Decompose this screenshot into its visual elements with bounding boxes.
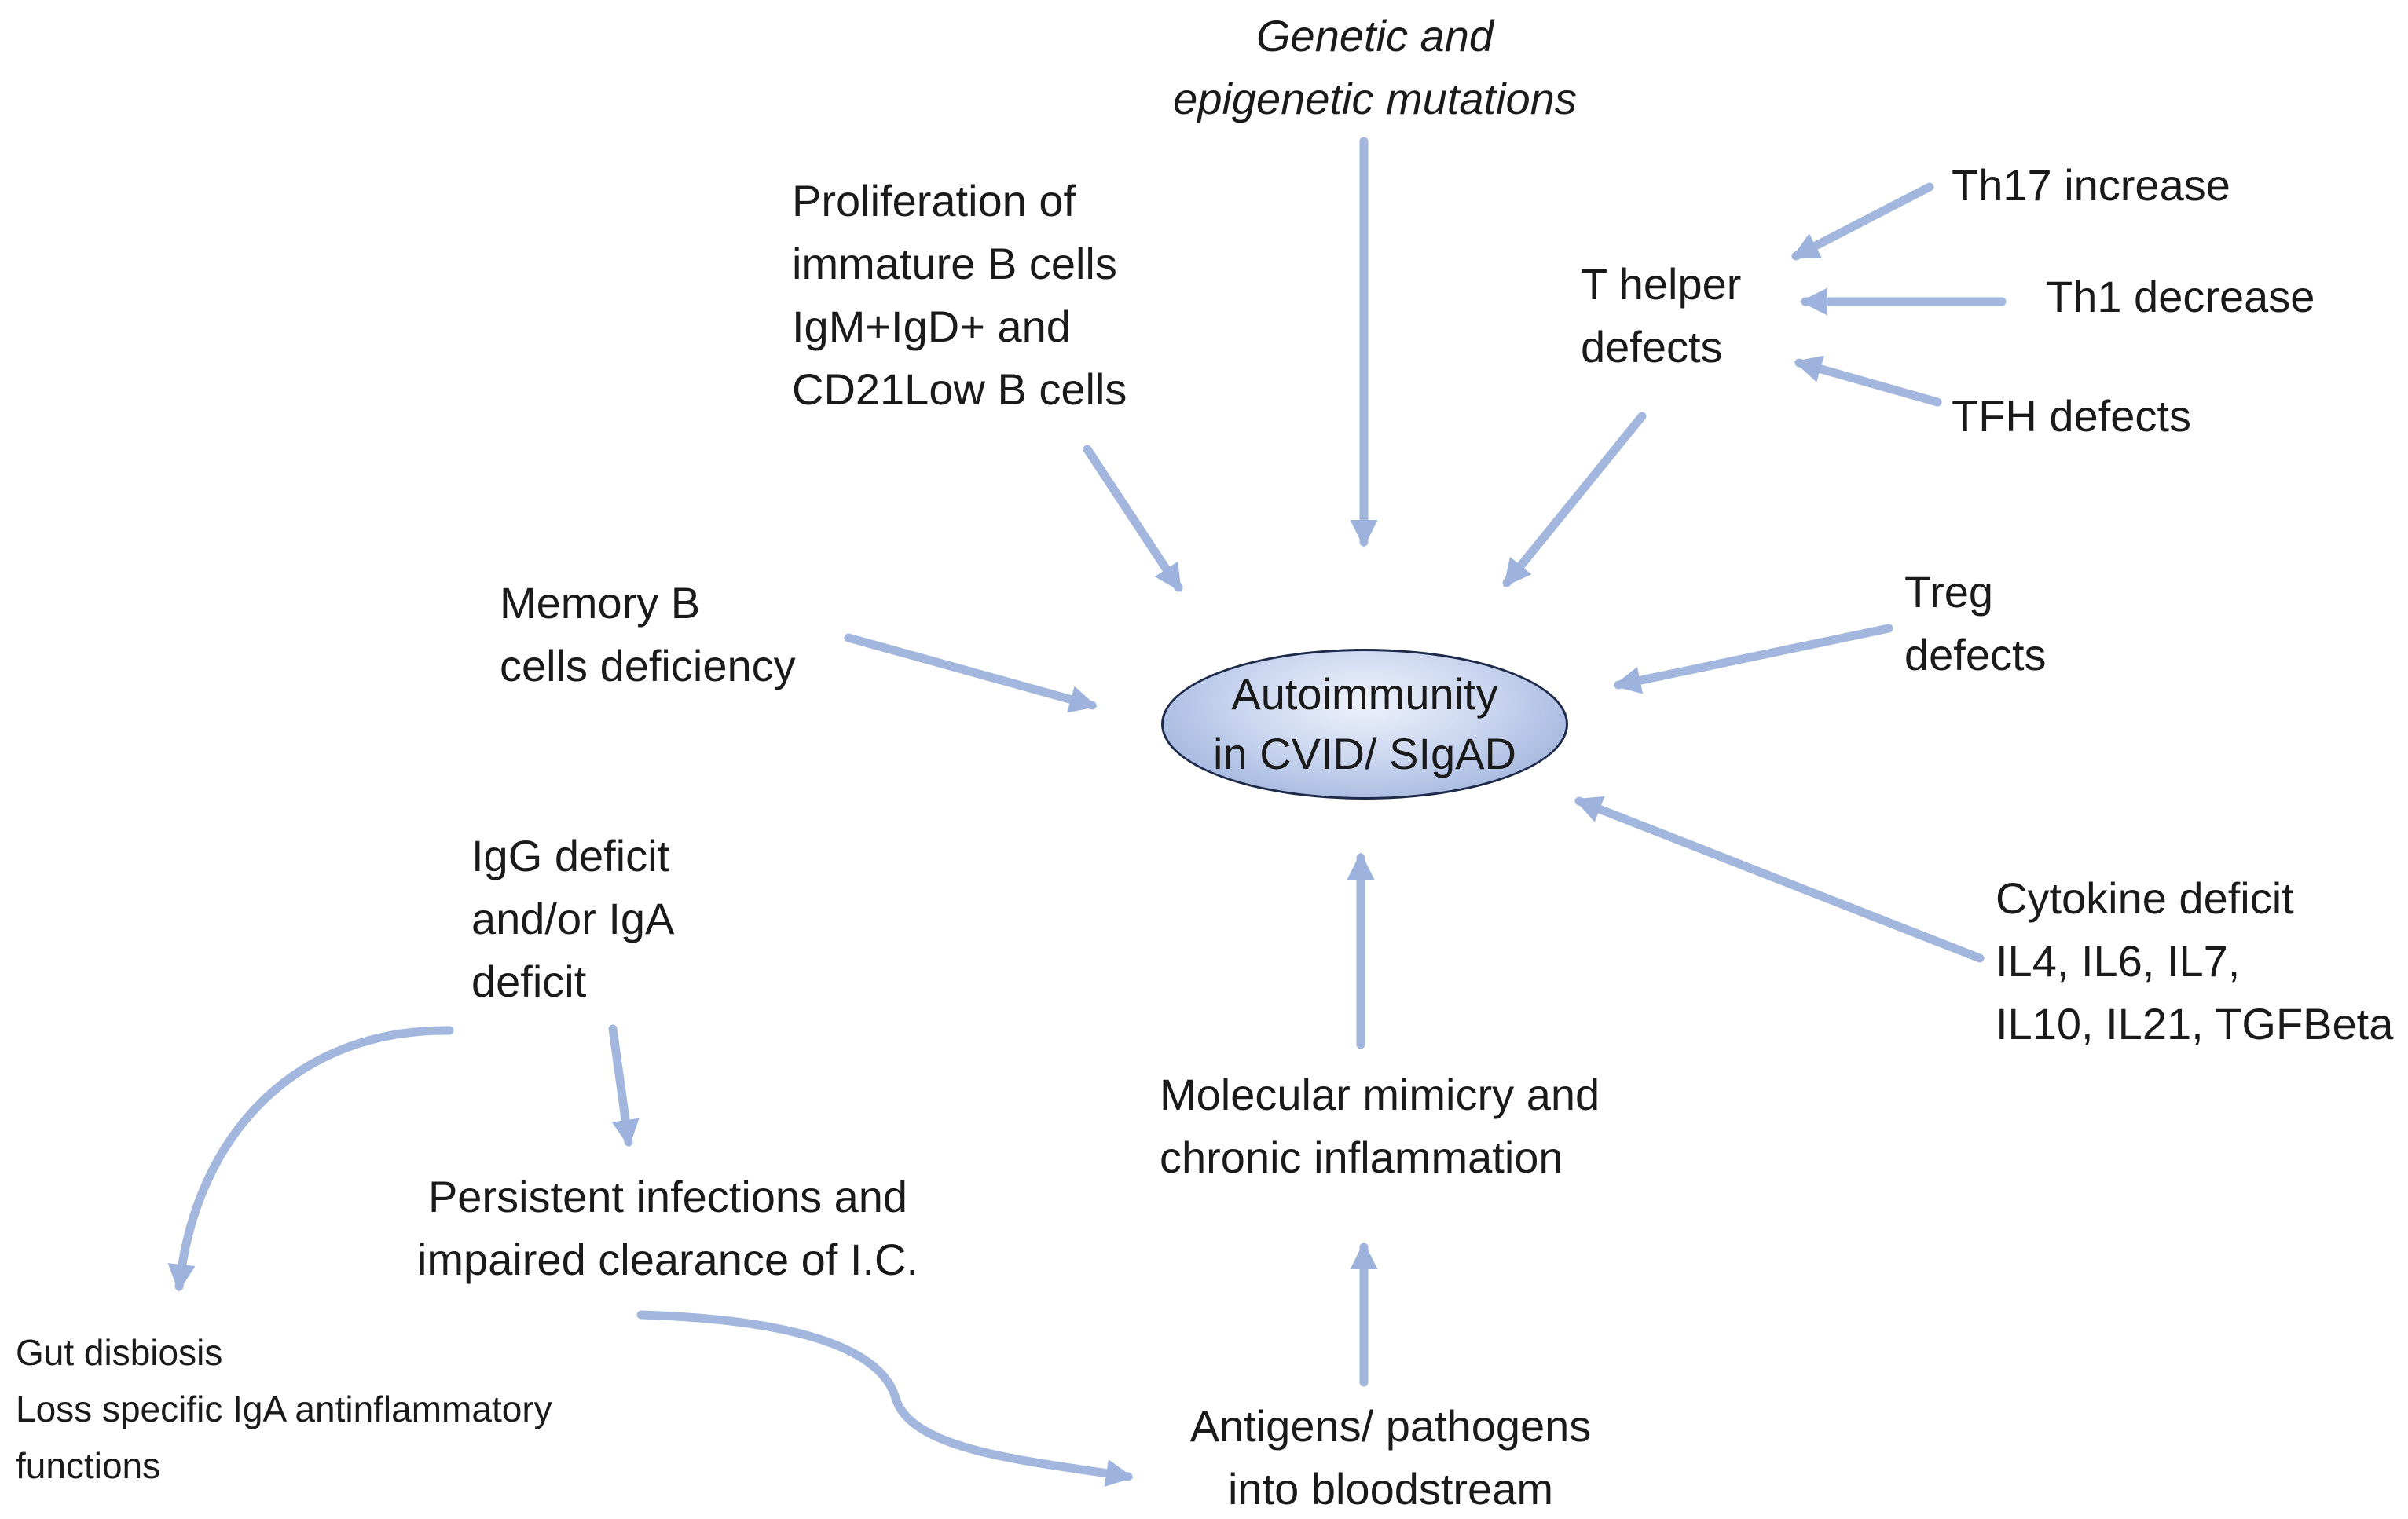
center-line-2: in CVID/ SIgAD (1213, 729, 1516, 778)
arrow-memory-b-to-center (844, 633, 1098, 713)
node-t-helper-line-2: defects (1581, 322, 1723, 372)
node-gut-line-1: Gut disbiosis (16, 1332, 223, 1373)
arrow-t-helper-to-center (1502, 412, 1647, 587)
node-gut-disbiosis: Gut disbiosis Loss specific IgA antinfla… (16, 1324, 552, 1494)
node-ig-deficit-line-1: IgG deficit (471, 831, 670, 880)
arrow-ig-deficit-to-gut (167, 1026, 454, 1292)
node-persistent-line-1: Persistent infections and (427, 1172, 908, 1221)
node-memory-b-line-1: Memory B (500, 578, 701, 628)
node-th17-increase: Th17 increase (1952, 154, 2230, 217)
node-persistent-infections: Persistent infections and impaired clear… (361, 1166, 974, 1291)
node-t-helper-line-1: T helper (1581, 259, 1742, 309)
node-molecular-line-1: Molecular mimicry and (1160, 1070, 1600, 1119)
node-t-helper-defects: T helper defects (1581, 253, 1741, 379)
node-th17-line-1: Th17 increase (1952, 160, 2230, 210)
center-node-autoimmunity: Autoimmunity in CVID/ SIgAD (1161, 649, 1568, 800)
node-memory-b-line-2: cells deficiency (500, 641, 796, 690)
arrow-cytokine-to-center (1574, 796, 1985, 963)
node-treg-line-1: Treg (1904, 567, 1994, 617)
node-cytokine-line-3: IL10, IL21, TGFBeta (1996, 999, 2394, 1049)
node-gut-line-2: Loss specific IgA antinflammatory (16, 1389, 552, 1429)
node-molecular-line-2: chronic inflammation (1160, 1133, 1563, 1182)
node-proliferation-line-1: Proliferation of (792, 176, 1076, 225)
node-antigens-line-1: Antigens/ pathogens (1189, 1401, 1592, 1451)
node-th1-decrease: Th1 decrease (2046, 265, 2315, 328)
node-treg-defects: Treg defects (1904, 561, 2047, 686)
node-tfh-line-1: TFH defects (1952, 391, 2191, 441)
node-cytokine-line-1: Cytokine deficit (1996, 873, 2294, 923)
node-ig-deficit: IgG deficit and/or IgA deficit (471, 825, 674, 1013)
center-line-1: Autoimmunity (1231, 669, 1498, 719)
node-ig-deficit-line-2: and/or IgA (471, 894, 675, 943)
node-gut-line-3: functions (16, 1445, 161, 1486)
node-cytokine-line-2: IL4, IL6, IL7, (1996, 936, 2241, 986)
node-antigens-pathogens: Antigens/ pathogens into bloodstream (1108, 1395, 1673, 1519)
node-genetic-mutations: Genetic and epigenetic mutations (1123, 5, 1626, 130)
node-ig-deficit-line-3: deficit (471, 957, 587, 1006)
node-tfh-defects: TFH defects (1952, 385, 2191, 448)
node-antigens-line-2: into bloodstream (1227, 1464, 1553, 1514)
arrow-persistent-to-antigens (636, 1310, 1134, 1487)
node-proliferation-line-2: immature B cells (792, 239, 1117, 288)
arrow-th17-to-t-helper (1790, 182, 1934, 261)
arrow-proliferation-to-center (1083, 445, 1183, 592)
node-proliferation-line-4: CD21Low B cells (792, 364, 1127, 414)
node-molecular-mimicry: Molecular mimicry and chronic inflammati… (1160, 1063, 1600, 1189)
arrow-treg-to-center (1613, 624, 1893, 694)
arrow-ig-deficit-to-persistent (608, 1024, 640, 1147)
node-proliferation-b-cells: Proliferation of immature B cells IgM+Ig… (792, 170, 1127, 421)
node-th1-line-1: Th1 decrease (2046, 272, 2315, 321)
arrow-tfh-to-t-helper (1794, 355, 1942, 407)
node-persistent-line-2: impaired clearance of I.C. (416, 1235, 919, 1284)
node-genetic-line-1: Genetic and (1256, 11, 1494, 60)
node-proliferation-line-3: IgM+IgD+ and (792, 302, 1071, 351)
node-cytokine-deficit: Cytokine deficit IL4, IL6, IL7, IL10, IL… (1996, 867, 2393, 1056)
node-treg-line-2: defects (1904, 630, 2047, 679)
node-genetic-line-2: epigenetic mutations (1173, 74, 1577, 123)
node-memory-b-cells: Memory B cells deficiency (500, 572, 796, 697)
